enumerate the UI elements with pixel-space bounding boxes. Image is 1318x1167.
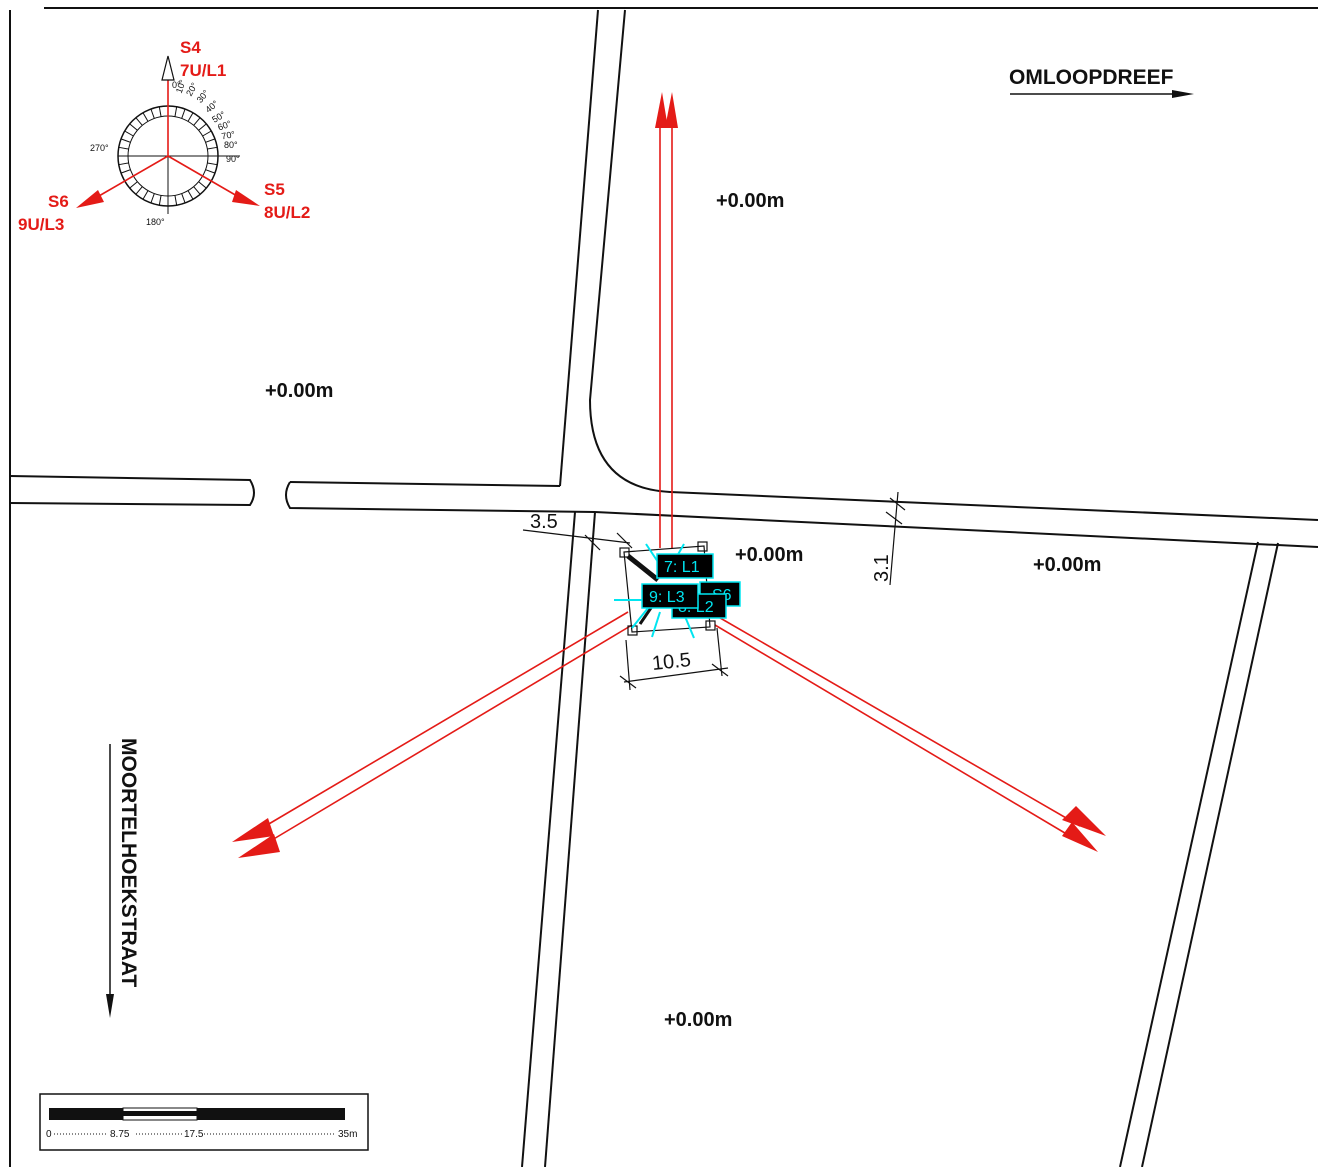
street-label-moortelhoekstraat: MOORTELHOEKSTRAAT [117, 738, 140, 987]
tag-l1-label: 7: L1 [664, 559, 700, 576]
street-omloopdreef: OMLOOPDREEF [1009, 66, 1194, 98]
compass-deg-70: 70° [221, 129, 237, 141]
tag-l3[interactable]: 9: L3 [641, 583, 699, 609]
arrowhead-north [655, 92, 668, 128]
compass-tick [181, 193, 186, 204]
street-label-omloopdreef: OMLOOPDREEF [1009, 66, 1174, 89]
compass-tick [142, 190, 149, 200]
elevation-label-top-right: +0.00m [716, 190, 784, 212]
compass-north-label: S4 [180, 38, 201, 57]
compass-west-sub: 9U/L3 [18, 215, 64, 234]
scale-label-35m: 35m [338, 1129, 357, 1140]
arrowhead-southwest-2 [238, 834, 280, 858]
compass-tick [205, 138, 216, 143]
elevation-label-right: +0.00m [1033, 554, 1101, 576]
compass-tick [187, 112, 194, 122]
compass-tick [135, 117, 143, 126]
compass-tick [135, 186, 143, 195]
compass-east-sub: 8U/L2 [264, 203, 310, 222]
arrowhead-north-2 [665, 92, 678, 128]
arrowhead-southwest [232, 818, 274, 842]
dimension-label-3-5: 3.5 [530, 511, 558, 533]
compass-tick [158, 195, 162, 206]
compass-east-label: S5 [264, 180, 285, 199]
compass-tick [207, 146, 218, 150]
compass-deg-10: 10° [174, 78, 188, 95]
compass-tick [150, 193, 155, 204]
compass-tick [118, 162, 129, 166]
compass-tick [158, 106, 162, 117]
dimension-lines [522, 491, 906, 691]
elevation-label-left: +0.00m [265, 380, 333, 402]
compass-tick [205, 169, 216, 174]
tag-l1[interactable]: 7: L1 [656, 553, 714, 579]
compass-s6-arrow [76, 190, 104, 208]
street-arrow-south [106, 994, 114, 1018]
compass-tick [187, 190, 194, 200]
compass-rose: 0° 10° 20° 30° 40° 50° 60° 70° 80° 90° 1… [18, 38, 310, 234]
scale-label-0: 0 [46, 1129, 52, 1140]
compass-tick [150, 108, 155, 119]
elevation-label-center: +0.00m [735, 544, 803, 566]
tag-l3-label: 9: L3 [649, 589, 685, 606]
scale-bar: 0 8.75 17.5 35m [39, 1093, 369, 1151]
dimension-label-10-5: 10.5 [651, 649, 692, 675]
compass-deg-180: 180° [146, 217, 165, 227]
road-outlines [9, 9, 1318, 1167]
compass-tick [198, 123, 207, 131]
compass-s5-arrow [232, 190, 260, 206]
compass-tick [193, 117, 201, 126]
compass-deg-80: 80° [224, 140, 238, 150]
compass-deg-60: 60° [216, 118, 233, 132]
compass-west-label: S6 [48, 192, 69, 211]
elevation-label-bottom: +0.00m [664, 1009, 732, 1031]
street-moortelhoekstraat: MOORTELHOEKSTRAAT [106, 738, 140, 1018]
scale-label-17-5: 17.5 [184, 1129, 204, 1140]
compass-tick [129, 123, 138, 131]
compass-north-sub: 7U/L1 [180, 61, 226, 80]
compass-tick [120, 138, 131, 143]
arrowhead-southeast-2 [1062, 822, 1098, 852]
compass-tick [202, 130, 212, 137]
compass-deg-0: 0° [172, 80, 181, 90]
compass-tick [198, 181, 207, 189]
dimension-label-3-1: 3.1 [871, 554, 893, 582]
compass-tick [120, 169, 131, 174]
compass-tick [193, 186, 201, 195]
compass-tick [142, 112, 149, 122]
compass-tick [174, 106, 178, 117]
compass-tick [181, 108, 186, 119]
compass-tick [118, 146, 129, 150]
compass-tick [129, 181, 138, 189]
compass-tick [174, 195, 178, 206]
compass-deg-270: 270° [90, 143, 109, 153]
compass-tick [124, 130, 134, 137]
street-arrow-east [1172, 90, 1194, 98]
drawing-frame [9, 7, 1318, 1167]
compass-north-arrow [161, 55, 175, 81]
arrowhead-southeast [1062, 806, 1106, 836]
compass-tick [207, 162, 218, 166]
compass-deg-90: 90° [226, 154, 240, 164]
scale-label-8-75: 8.75 [110, 1129, 130, 1140]
sight-lines [232, 92, 1106, 858]
